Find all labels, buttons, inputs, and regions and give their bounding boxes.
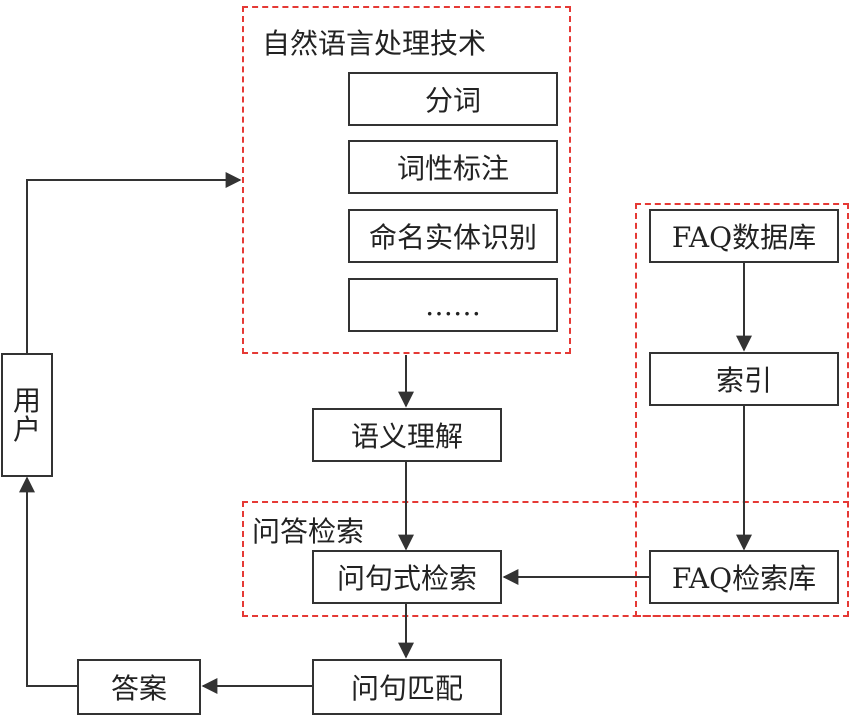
user-box: 用 户 xyxy=(1,353,53,477)
user-to-nlp-arrow xyxy=(26,172,242,353)
qa-group-label: 问答检索 xyxy=(252,515,365,548)
user-label-1: 用 xyxy=(12,383,41,417)
nlp-group-frame xyxy=(242,6,571,354)
pos-tagging-label: 词性标注 xyxy=(396,152,509,185)
pos-tagging-box: 词性标注 xyxy=(348,140,558,194)
faq-retrieval-db-label: FAQ检索库 xyxy=(671,562,817,595)
index-box: 索引 xyxy=(649,352,839,406)
ellipsis-label: …… xyxy=(425,288,481,322)
ner-label: 命名实体识别 xyxy=(368,221,537,254)
index-label: 索引 xyxy=(715,364,772,397)
segmentation-label: 分词 xyxy=(424,84,481,117)
faq-database-label: FAQ数据库 xyxy=(671,221,817,254)
question-match-box: 问句匹配 xyxy=(312,659,502,715)
faq-database-box: FAQ数据库 xyxy=(649,209,839,263)
answer-label: 答案 xyxy=(110,672,167,705)
semantic-understanding-label: 语义理解 xyxy=(350,420,463,453)
segmentation-box: 分词 xyxy=(348,72,558,126)
semantic-understanding-box: 语义理解 xyxy=(312,408,502,462)
question-match-label: 问句匹配 xyxy=(350,672,463,705)
user-label-2: 户 xyxy=(12,413,41,446)
answer-to-user-arrow xyxy=(19,476,77,687)
ner-box: 命名实体识别 xyxy=(348,209,558,263)
question-retrieval-label: 问句式检索 xyxy=(336,562,477,595)
faq-retrieval-db-box: FAQ检索库 xyxy=(649,550,839,604)
qa-group-frame xyxy=(242,501,849,617)
answer-box: 答案 xyxy=(77,659,201,715)
nlp-group-label: 自然语言处理技术 xyxy=(262,27,487,60)
question-retrieval-box: 问句式检索 xyxy=(312,550,502,604)
ellipsis-box: …… xyxy=(348,278,558,332)
